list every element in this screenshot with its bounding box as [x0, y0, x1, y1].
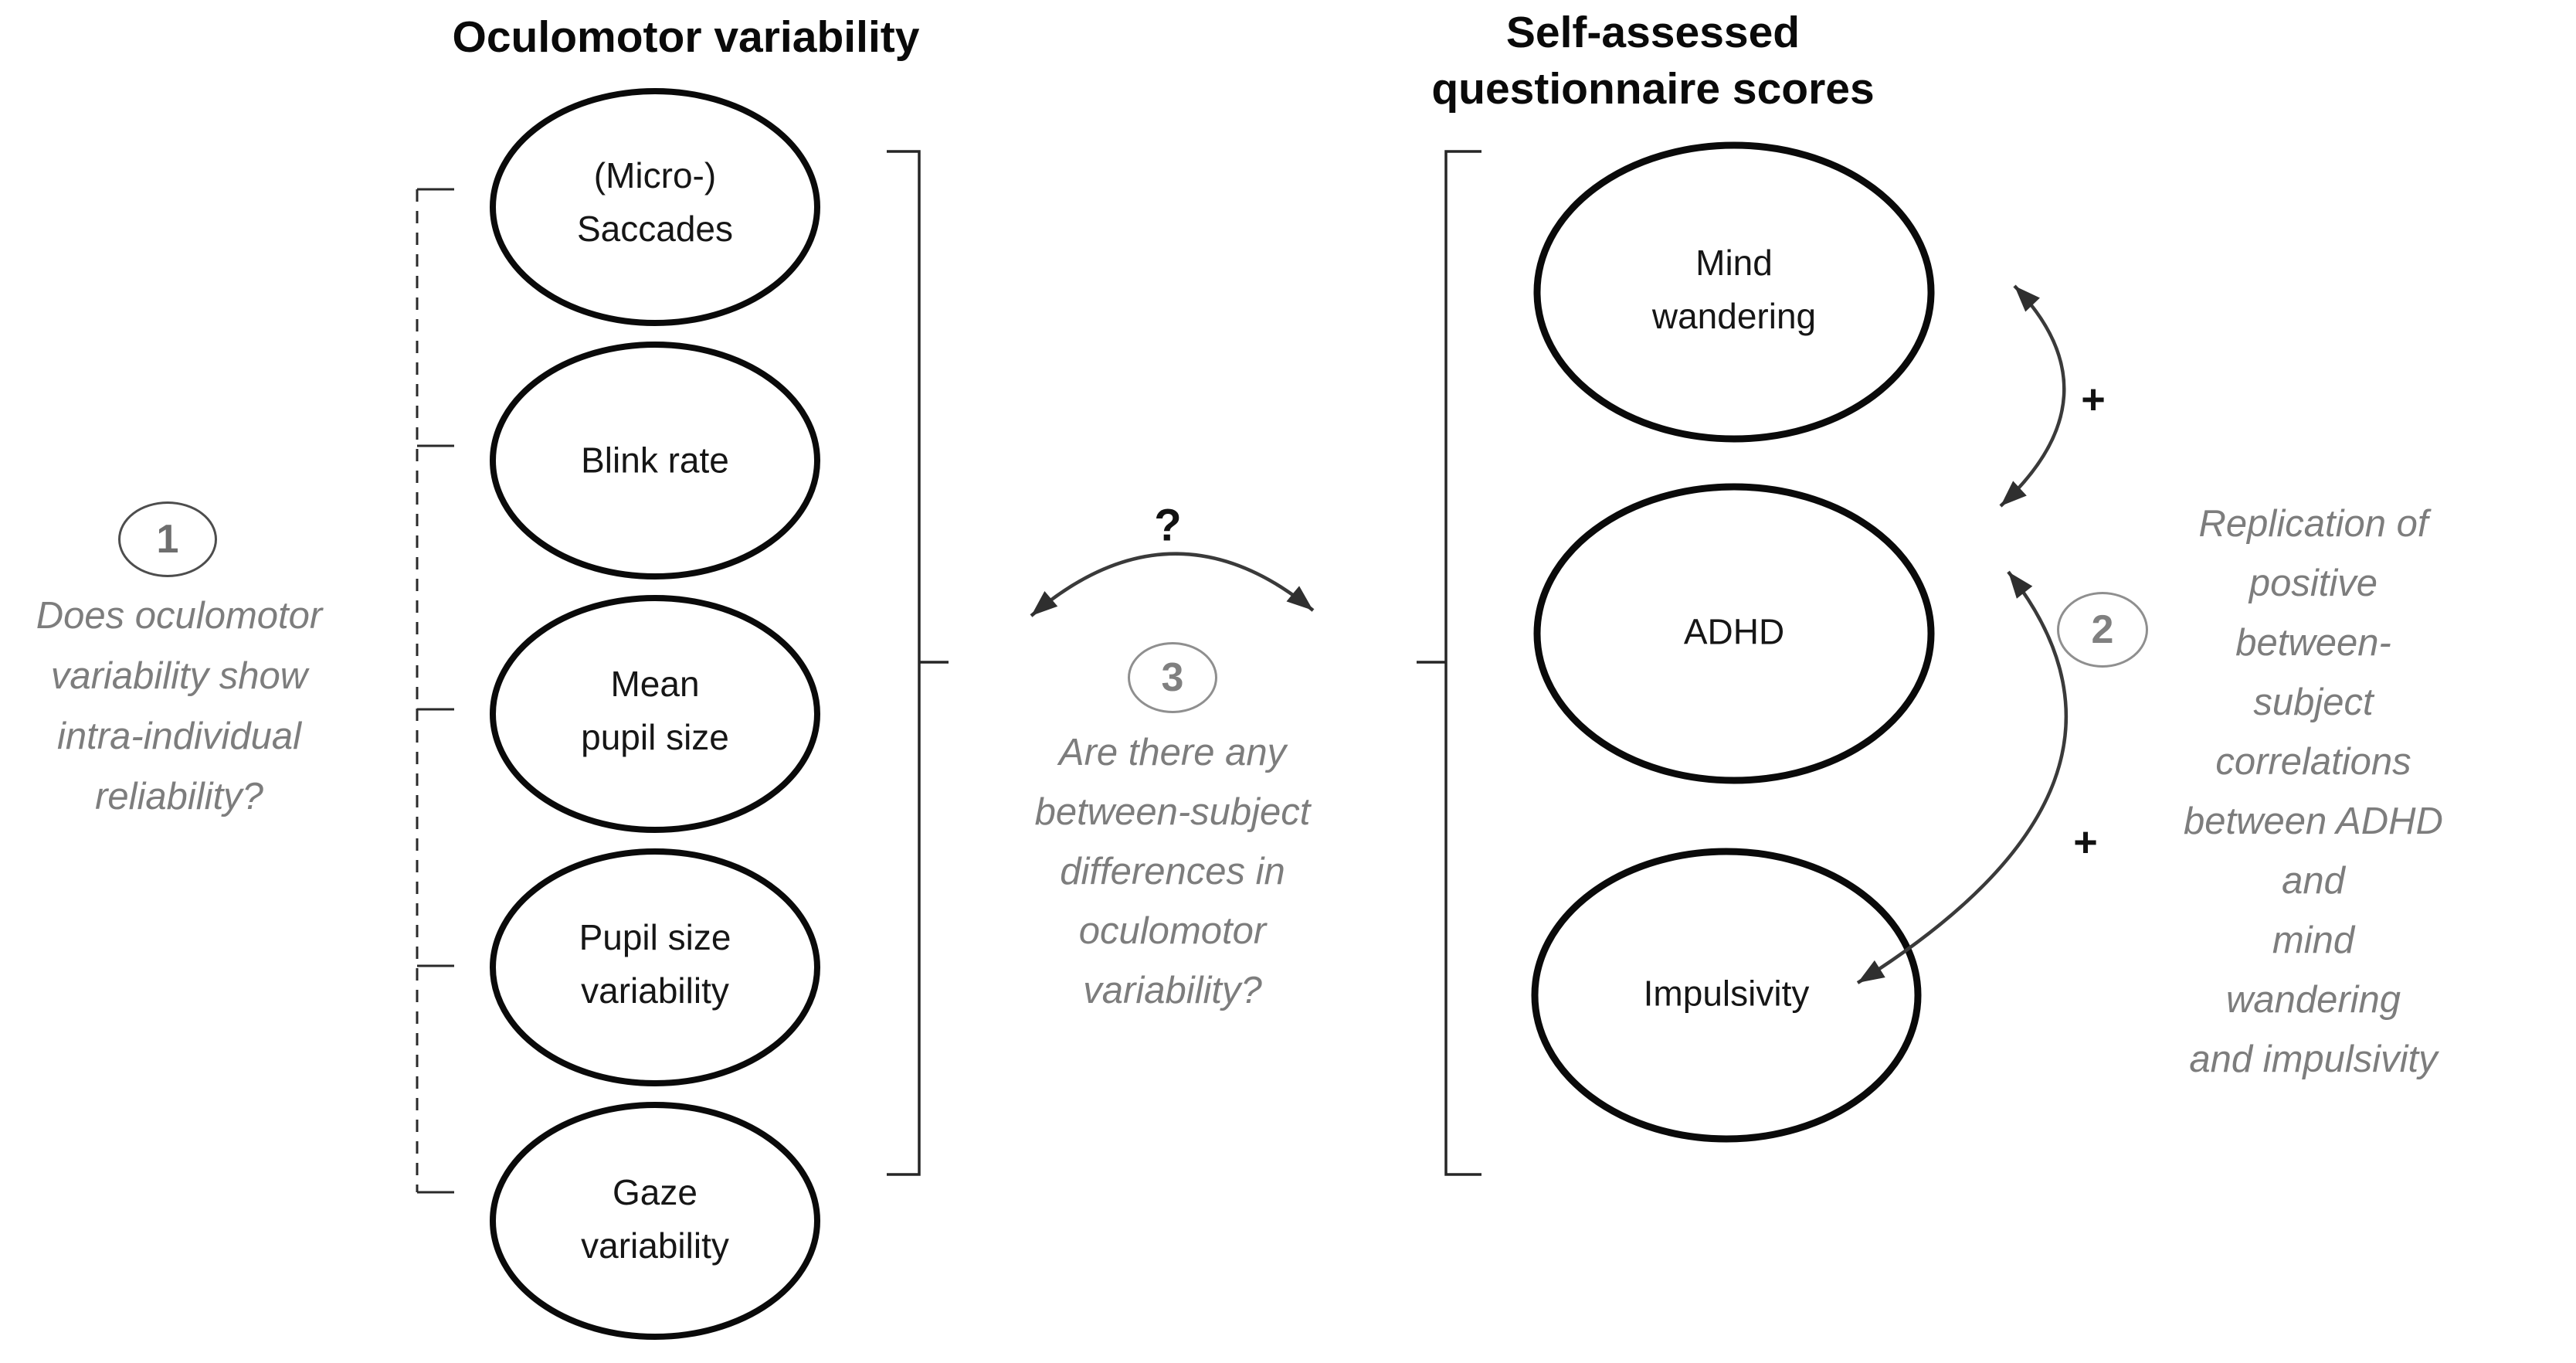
rq2-text: Replication of positive between- subject… — [2184, 503, 2443, 1080]
node-label-micro-saccades: (Micro-) Saccades — [576, 155, 734, 249]
node-ellipse-mean-pupil-size — [490, 595, 820, 833]
rq3-text: Are there any between-subject difference… — [1034, 732, 1311, 1011]
mindwandering-adhd-correlation-arrow — [1999, 284, 2066, 508]
reliability-dashed-ticks — [417, 188, 454, 1194]
arrowhead-icon — [2014, 286, 2040, 312]
node-label-gaze-variability: Gaze variability — [581, 1172, 729, 1266]
node-ellipse-pupil-size-variability — [490, 848, 820, 1086]
plus-sign-lower: + — [2073, 819, 2098, 865]
left-group-bracket — [887, 150, 949, 1176]
between-columns-arrow — [1030, 552, 1315, 617]
left-column-title: Oculomotor variability — [452, 12, 920, 62]
node-label-mean-pupil-size: Mean pupil size — [581, 664, 729, 757]
arrowhead-icon — [1858, 960, 1885, 983]
rq1-text: Does oculomotor variability show intra-i… — [36, 595, 323, 817]
arrowhead-icon — [2008, 572, 2033, 599]
node-label-pupil-size-variability: Pupil size variability — [579, 917, 731, 1011]
plus-sign-upper: + — [2081, 376, 2106, 423]
rq1-number-badge: 1 — [118, 501, 217, 577]
question-mark-label: ? — [1154, 500, 1182, 551]
node-label-impulsivity: Impulsivity — [1643, 973, 1810, 1014]
rq2-number: 2 — [2091, 607, 2114, 652]
adhd-impulsivity-arc — [1856, 570, 2069, 984]
between-columns-arrow-arc — [1030, 552, 1315, 617]
adhd-impulsivity-correlation-arrow — [1856, 570, 2069, 984]
rq2-number-badge: 2 — [2057, 592, 2148, 668]
mw-adhd-arc — [1999, 284, 2066, 508]
rq3-number: 3 — [1161, 655, 1184, 700]
node-label-blink-rate: Blink rate — [581, 440, 729, 481]
rq1-number: 1 — [156, 517, 179, 562]
node-ellipse-impulsivity — [1531, 848, 1922, 1143]
right-column-title: Self-assessed questionnaire scores — [1431, 8, 1875, 114]
arrowhead-icon — [1031, 591, 1058, 616]
arrowhead-icon — [2001, 481, 2027, 506]
node-label-adhd: ADHD — [1683, 611, 1785, 652]
node-ellipse-micro-saccades — [490, 88, 820, 326]
node-ellipse-gaze-variability — [490, 1102, 820, 1340]
rq3-number-badge: 3 — [1128, 642, 1217, 713]
node-label-mind-wandering: Mind wandering — [1651, 243, 1817, 336]
right-group-bracket — [1417, 150, 1481, 1176]
node-ellipse-blink-rate — [490, 342, 820, 580]
node-ellipse-adhd — [1533, 483, 1935, 784]
node-ellipse-mind-wandering — [1533, 141, 1935, 443]
arrowhead-icon — [1286, 586, 1313, 610]
